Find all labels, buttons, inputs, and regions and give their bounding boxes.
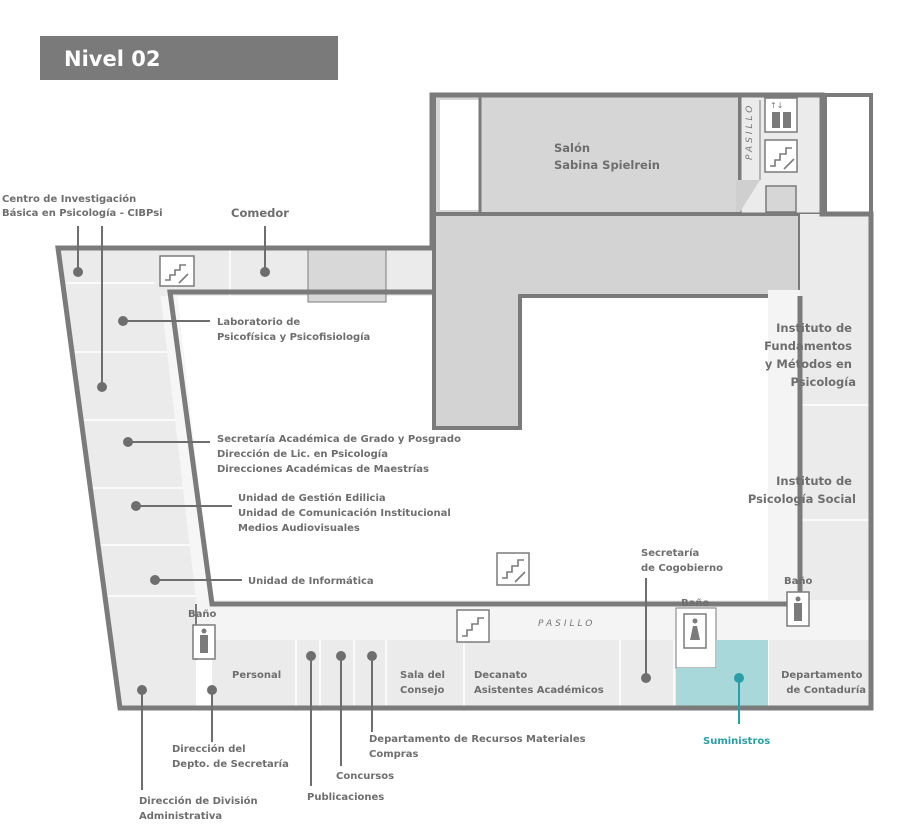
label-publicaciones: Publicaciones	[307, 792, 384, 803]
elevator-icon: ↑↓	[764, 97, 798, 133]
restroom-icon	[683, 613, 707, 649]
label-bano-east: Baño	[784, 576, 812, 587]
east-wing	[800, 214, 871, 642]
label-unidad-gestion: Unidad de Gestión Edilicia Unidad de Com…	[238, 492, 454, 534]
label-comedor: Comedor	[231, 206, 289, 220]
north-corridor	[155, 248, 435, 296]
south-corridor	[196, 600, 871, 640]
svg-text:↑↓: ↑↓	[770, 101, 783, 110]
stairs-icon	[159, 255, 195, 287]
leader-lines	[73, 226, 651, 790]
level-title: Nivel 02	[64, 47, 160, 71]
label-secretaria-cogobierno: Secretaría de Cogobierno	[641, 547, 723, 574]
label-suministros: Suministros	[703, 736, 770, 747]
label-informatica: Unidad de Informática	[248, 575, 374, 587]
stairs-icon	[456, 609, 490, 643]
pasillo-label-south: PASILLO	[538, 619, 595, 629]
label-direccion-secretaria: Dirección del Depto. de Secretaría	[172, 743, 289, 770]
label-salon: Salón Sabina Spielrein	[554, 141, 660, 172]
stairs-icon	[764, 139, 798, 173]
label-bano-mid: Baño	[681, 598, 709, 609]
west-wing	[60, 248, 212, 706]
label-instituto-social: Instituto de Psicología Social	[748, 474, 856, 506]
label-bano-west: Baño	[188, 609, 216, 620]
label-laboratorio: Laboratorio de Psicofísica y Psicofisiol…	[217, 317, 370, 343]
suministros-room[interactable]	[676, 640, 768, 706]
pasillo-label-north: PASILLO	[745, 103, 755, 160]
stairs-icon	[496, 552, 530, 586]
label-contaduria: Departamento de Contaduría	[781, 670, 866, 696]
restroom-icon	[192, 624, 216, 660]
label-concursos: Concursos	[336, 771, 394, 782]
label-sala-consejo: Sala del Consejo	[400, 670, 448, 696]
label-personal: Personal	[232, 670, 281, 681]
label-cibpsi: Centro de Investigación Básica en Psicol…	[2, 193, 163, 219]
label-secretaria-academica: Secretaría Académica de Grado y Posgrado…	[217, 433, 464, 475]
suministros-leader	[734, 673, 744, 724]
central-block	[432, 212, 802, 430]
label-division-administrativa: Dirección de División Administrativa	[139, 795, 261, 822]
label-instituto-fundamentos: Instituto de Fundamentos y Métodos en Ps…	[764, 321, 856, 389]
label-recursos-materiales: Departamento de Recursos Materiales Comp…	[369, 734, 589, 760]
level-title-banner	[40, 36, 338, 80]
outer-wall	[55, 92, 874, 711]
restroom-icon	[786, 591, 810, 627]
label-decanato: Decanato Asistentes Académicos	[474, 670, 604, 696]
